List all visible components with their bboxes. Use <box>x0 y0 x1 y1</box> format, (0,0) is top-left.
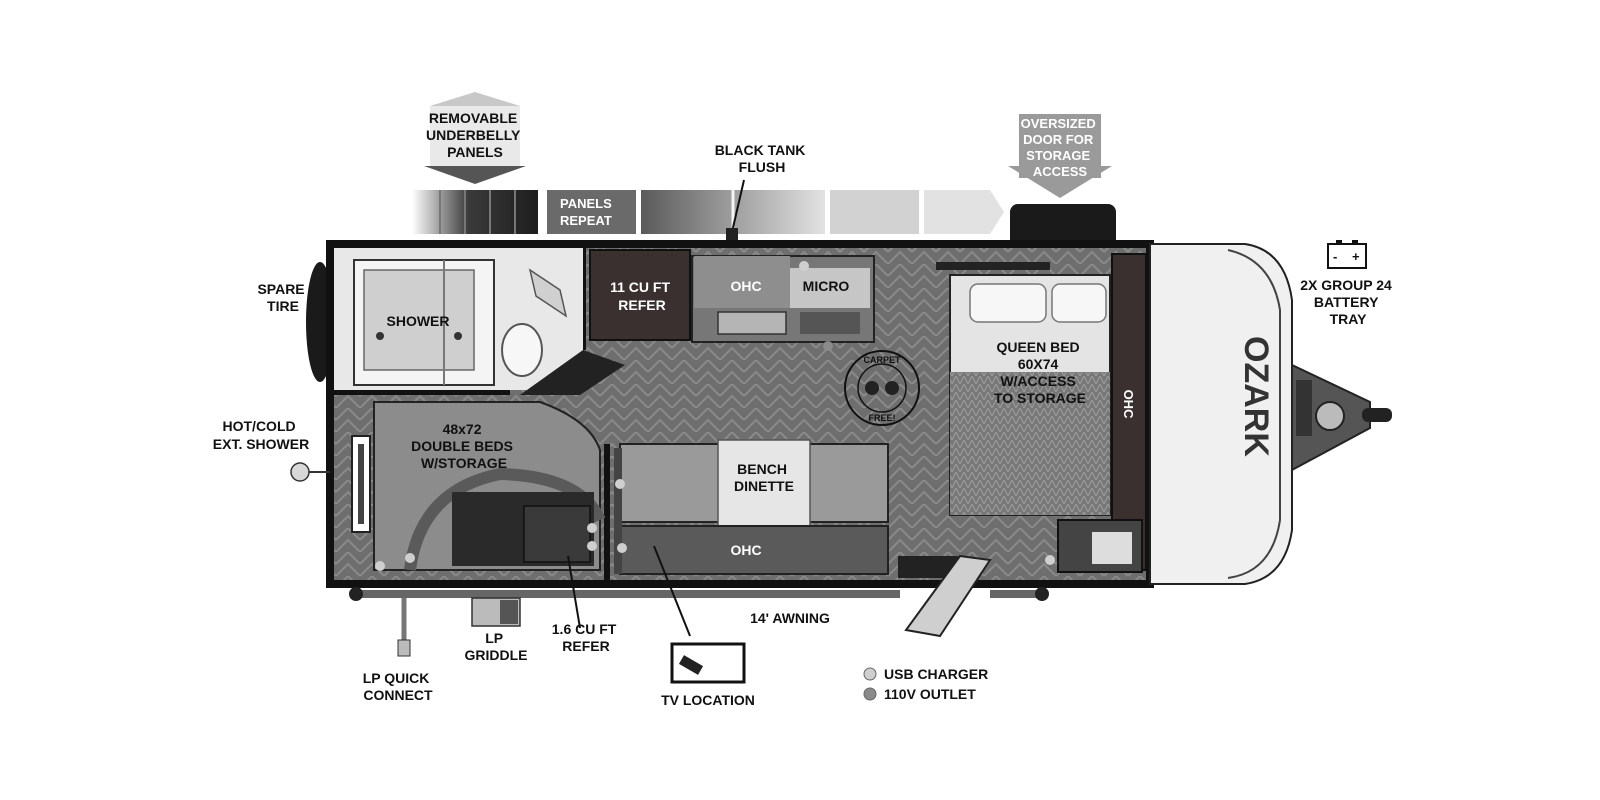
label-battery-tray: 2X GROUP 24 BATTERY TRAY <box>1300 277 1395 327</box>
brand-logo: OZARK <box>1237 336 1275 457</box>
svg-text:USB CHARGER: USB CHARGER <box>884 666 988 682</box>
battery-icon <box>1327 240 1367 269</box>
hitch-tongue <box>1291 363 1392 472</box>
awning-rail <box>349 587 1049 601</box>
carpet-free-stamp <box>844 350 920 426</box>
legend: USB CHARGER 110V OUTLET <box>863 666 988 702</box>
label-black-tank-flush: BLACK TANK FLUSH <box>715 142 810 175</box>
kitchen-counter <box>691 255 875 351</box>
label-oversized-door: OVERSIZED DOOR FOR STORAGE ACCESS <box>1021 116 1100 179</box>
label-ohc-dinette: OHC <box>730 542 761 558</box>
label-ohc-kitchen: OHC <box>730 278 761 294</box>
leader-black-tank <box>731 179 745 233</box>
bench-dinette <box>614 439 889 575</box>
label-refer-11: 11 CU FT REFER <box>610 279 674 313</box>
legend-item-outlet: 110V OUTLET <box>863 686 976 702</box>
label-ohc-front: OHC <box>1121 390 1136 420</box>
label-lp-griddle: LP GRIDDLE <box>465 630 528 663</box>
battery-minus: - <box>1333 249 1337 264</box>
leader-tv <box>653 545 691 637</box>
label-queen-bed: QUEEN BED 60X74 W/ACCESS TO STORAGE <box>994 339 1086 406</box>
oversized-door-arrow <box>1008 114 1112 198</box>
entry-door <box>898 554 1055 638</box>
storage-door <box>1010 204 1116 248</box>
front-ohc-cabinet <box>1111 253 1147 571</box>
svg-text:110V OUTLET: 110V OUTLET <box>884 686 976 702</box>
black-tank-flush-port <box>726 228 738 242</box>
label-panels-repeat: PANELS REPEAT <box>560 196 615 228</box>
panels-repeat-strip <box>547 190 1004 234</box>
label-bench-dinette: BENCH DINETTE <box>734 461 794 494</box>
usb-charger-icon <box>863 667 877 681</box>
leader-refer-16 <box>567 555 581 629</box>
bed-slide-rail <box>936 262 1050 270</box>
queen-bed <box>949 274 1111 516</box>
label-lp-quick-connect: LP QUICK CONNECT <box>363 670 434 703</box>
label-carpet: CARPET <box>863 355 901 365</box>
label-awning: 14' AWNING <box>750 610 830 626</box>
double-beds <box>373 401 606 571</box>
tv-icon <box>670 642 746 684</box>
hot-cold-shower-fixture <box>290 435 371 533</box>
battery-plus: + <box>1352 249 1360 264</box>
label-removable-underbelly-panels: REMOVABLE UNDERBELLY PANELS <box>426 110 524 160</box>
label-micro: MICRO <box>803 278 850 294</box>
outlet-icon <box>863 687 877 701</box>
lp-quick-connect-fixture <box>397 598 411 657</box>
legend-item-usb: USB CHARGER <box>863 666 988 682</box>
label-spare-tire: SPARE TIRE <box>257 281 308 314</box>
label-refer-16: 1.6 CU FT REFER <box>552 621 620 654</box>
underbelly-panels <box>412 190 538 234</box>
label-double-beds: 48x72 DOUBLE BEDS W/STORAGE <box>411 421 517 471</box>
kitchen-wall-angle <box>520 350 625 395</box>
label-hot-cold-shower: HOT/COLD EXT. SHOWER <box>213 418 309 452</box>
refrigerator-11 <box>589 249 691 341</box>
bathroom <box>334 248 583 390</box>
label-shower: SHOWER <box>387 313 450 329</box>
label-tv-location: TV LOCATION <box>661 692 755 708</box>
label-free: FREE! <box>869 413 896 423</box>
removable-panels-arrow <box>424 92 526 184</box>
